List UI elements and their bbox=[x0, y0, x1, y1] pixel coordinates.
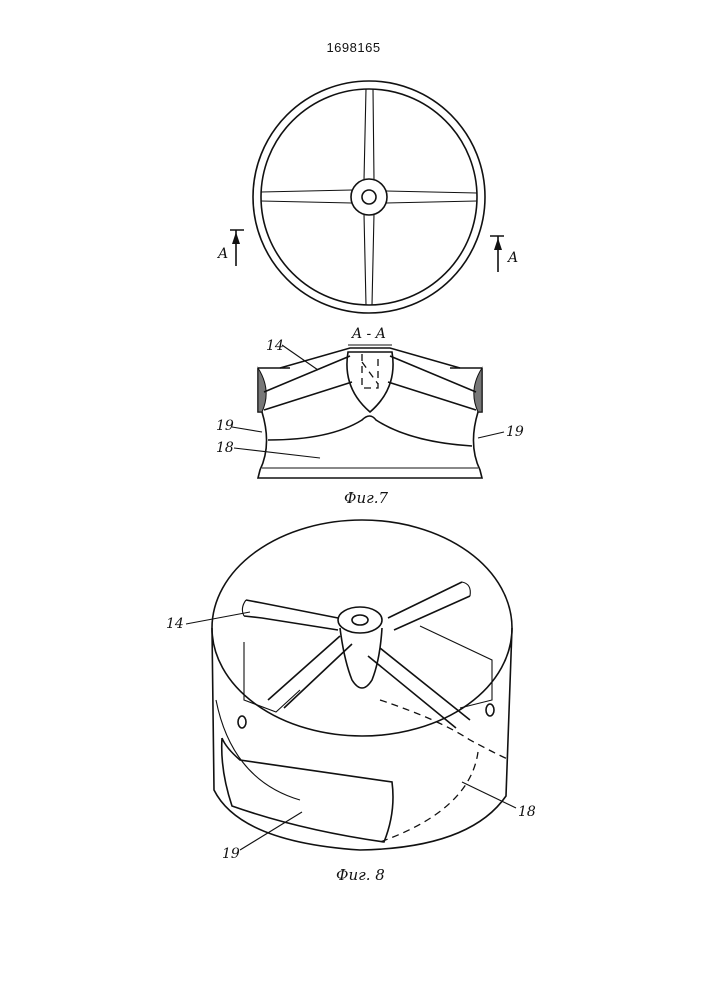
arrow-head-left bbox=[232, 232, 240, 244]
section-title: A - A bbox=[350, 326, 386, 342]
hub-bore bbox=[362, 190, 376, 204]
hub-bore bbox=[352, 615, 368, 625]
spoke-top bbox=[364, 89, 374, 180]
label-18: 18 bbox=[216, 440, 234, 456]
fig7-top-view: A A bbox=[216, 81, 518, 313]
hub-body bbox=[340, 628, 382, 688]
leader-14 bbox=[186, 612, 250, 624]
hidden-deflector-side bbox=[380, 752, 478, 842]
hidden-deflector-top bbox=[380, 700, 510, 760]
blade-right bbox=[388, 356, 476, 410]
interior-panel-right bbox=[420, 626, 492, 708]
blade-back-right bbox=[388, 582, 470, 630]
side-hole-left bbox=[238, 716, 246, 728]
spoke-bottom bbox=[364, 214, 374, 305]
wall-hatch-left bbox=[258, 368, 266, 412]
section-mark-left: A bbox=[216, 246, 228, 262]
inner-wall-curve bbox=[216, 700, 300, 800]
hub-section bbox=[347, 352, 393, 412]
fig7-section-view: A - A 14 19 18 19 Фиг.7 bbox=[216, 326, 524, 507]
side-hole-right bbox=[486, 704, 494, 716]
label-19-left: 19 bbox=[216, 418, 234, 434]
outer-ring-outer bbox=[253, 81, 485, 313]
blade-front-left bbox=[244, 600, 338, 630]
label-18: 18 bbox=[518, 804, 536, 820]
blade-top-edge bbox=[280, 348, 460, 368]
leader-18 bbox=[234, 448, 320, 458]
hub-top bbox=[338, 607, 382, 633]
arrow-head-right bbox=[494, 238, 502, 250]
fig7-caption: Фиг.7 bbox=[344, 489, 388, 507]
label-14: 14 bbox=[266, 338, 284, 354]
blade-tip-right bbox=[462, 582, 470, 596]
housing-profile bbox=[258, 368, 482, 478]
hub-hidden-lines bbox=[362, 354, 378, 388]
top-rim bbox=[212, 520, 512, 736]
spoke-left bbox=[261, 190, 352, 203]
cylinder-body bbox=[212, 628, 512, 850]
outlet-window bbox=[222, 738, 393, 842]
leader-19-left bbox=[232, 427, 262, 432]
blade-front-right bbox=[368, 648, 470, 728]
leader-18 bbox=[462, 782, 516, 808]
section-mark-right: A bbox=[506, 250, 518, 266]
spoke-right bbox=[386, 191, 477, 203]
fig8-caption: Фиг. 8 bbox=[336, 866, 385, 884]
wall-hatch-right bbox=[474, 368, 482, 412]
outer-ring-inner bbox=[261, 89, 477, 305]
fig8-perspective-view: 14 18 19 Фиг. 8 bbox=[166, 520, 536, 884]
label-14: 14 bbox=[166, 616, 184, 632]
label-19: 19 bbox=[222, 846, 240, 862]
label-19-right: 19 bbox=[506, 424, 524, 440]
leader-19-right bbox=[478, 432, 504, 438]
deflector-curve bbox=[268, 416, 472, 446]
hub-outer bbox=[351, 179, 387, 215]
blade-front-bottom bbox=[268, 636, 352, 708]
blade-left bbox=[264, 356, 352, 410]
